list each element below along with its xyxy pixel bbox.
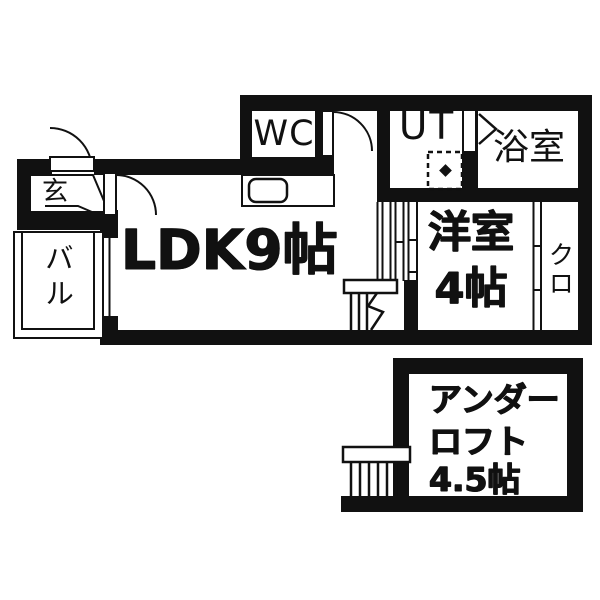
western-room-label-line2: 4帖 bbox=[434, 264, 508, 315]
wall-genkan-bottom bbox=[17, 210, 108, 230]
washing-machine-icon bbox=[426, 150, 464, 191]
western-room-label-line1: 洋室 bbox=[428, 208, 515, 259]
loft-label-line1: アンダー bbox=[429, 380, 561, 420]
balcony-label: バル bbox=[40, 243, 75, 313]
loft-floor bbox=[409, 374, 567, 496]
wall-ldk-top-right bbox=[94, 159, 240, 175]
loft-ladder-base bbox=[341, 496, 413, 512]
loft-label-line3: 4.5帖 bbox=[429, 460, 521, 500]
loft-label-line2: ロフト bbox=[429, 422, 529, 462]
wc-room-label: WC bbox=[253, 114, 315, 154]
wall-bottom-main bbox=[100, 330, 592, 345]
loft-ladder-icon bbox=[341, 445, 412, 496]
closet-sliding-door-icon bbox=[532, 202, 542, 330]
genkan-label: 玄 bbox=[42, 177, 69, 207]
closet-label: クロ bbox=[543, 241, 574, 299]
kitchen-counter bbox=[241, 174, 335, 207]
wall-under-wc bbox=[240, 157, 334, 175]
entry-door-swing-icon bbox=[49, 127, 95, 172]
wall-service-left bbox=[240, 111, 252, 163]
wall-window-stub-top bbox=[100, 210, 118, 238]
wall-right bbox=[578, 95, 592, 345]
stairs-icon bbox=[342, 202, 418, 331]
bath-folding-door-icon bbox=[462, 109, 498, 153]
wall-service-bottom bbox=[377, 188, 592, 202]
ut-room-label: UT bbox=[398, 104, 456, 149]
balcony-outline bbox=[13, 231, 104, 339]
wc-door-swing-icon bbox=[321, 110, 373, 157]
wall-top-service bbox=[240, 95, 592, 111]
bath-room-label: 浴室 bbox=[492, 127, 565, 168]
wall-stair-right bbox=[404, 280, 418, 330]
ldk-room-label: LDK9帖 bbox=[121, 218, 338, 282]
ldk-door-swing-icon bbox=[103, 172, 157, 216]
wall-wc-right bbox=[315, 111, 322, 157]
wall-ut-left bbox=[377, 111, 390, 190]
